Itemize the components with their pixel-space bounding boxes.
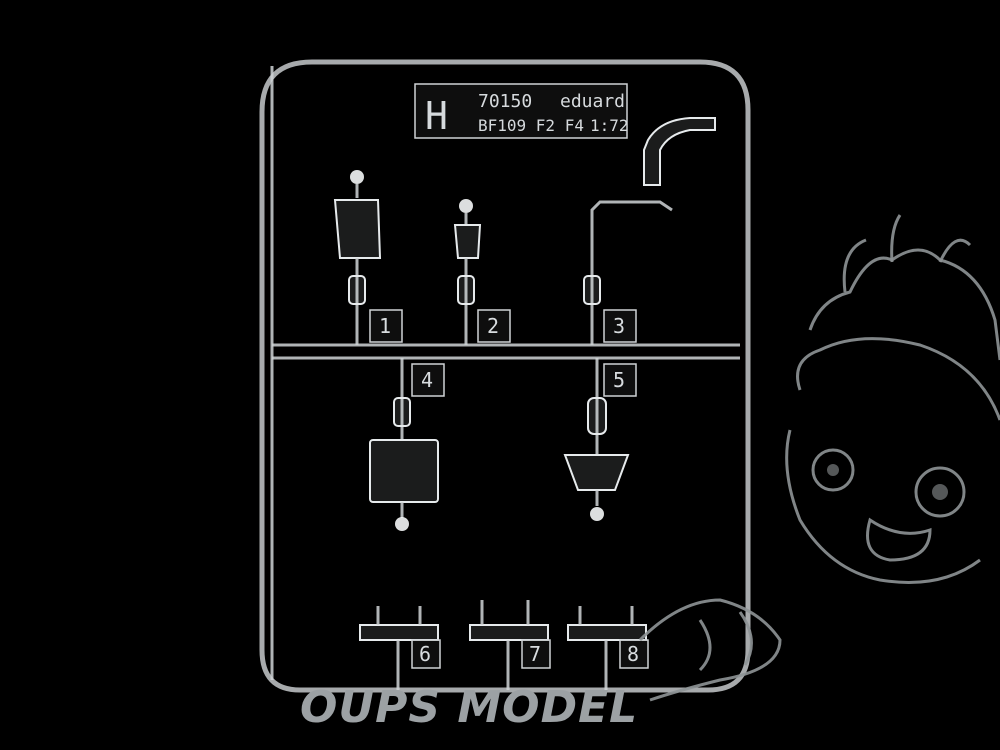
part-number-8: 8	[627, 642, 639, 666]
part-7: 7	[469, 600, 551, 690]
plate-scale: 1:72	[590, 116, 629, 135]
plate-brand: eduard	[560, 91, 625, 112]
plate-kit: BF109 F2 F4	[478, 116, 584, 135]
mascot-watermark	[638, 214, 1000, 702]
sprue-frame	[259, 59, 751, 693]
part-number-7: 7	[529, 642, 541, 666]
part-number-2: 2	[487, 314, 499, 338]
watermark-text: OUPS MODEL	[300, 682, 638, 733]
part-2: 2	[453, 199, 511, 345]
sprue-label-plate: H 70150 eduard BF109 F2 F4 1:72	[414, 83, 629, 139]
part-5: 5	[563, 358, 637, 521]
part-8: 8	[567, 606, 649, 690]
part-number-5: 5	[613, 368, 625, 392]
plate-code: 70150	[478, 91, 532, 112]
part-number-1: 1	[379, 314, 391, 338]
part-4: 4	[369, 358, 445, 531]
part-number-4: 4	[421, 368, 433, 392]
part-6: 6	[359, 606, 441, 690]
part-number-3: 3	[613, 314, 625, 338]
part-number-6: 6	[419, 642, 431, 666]
part-1: 1	[333, 170, 403, 345]
part-3: 3	[583, 117, 716, 345]
plate-letter: H	[425, 94, 448, 138]
